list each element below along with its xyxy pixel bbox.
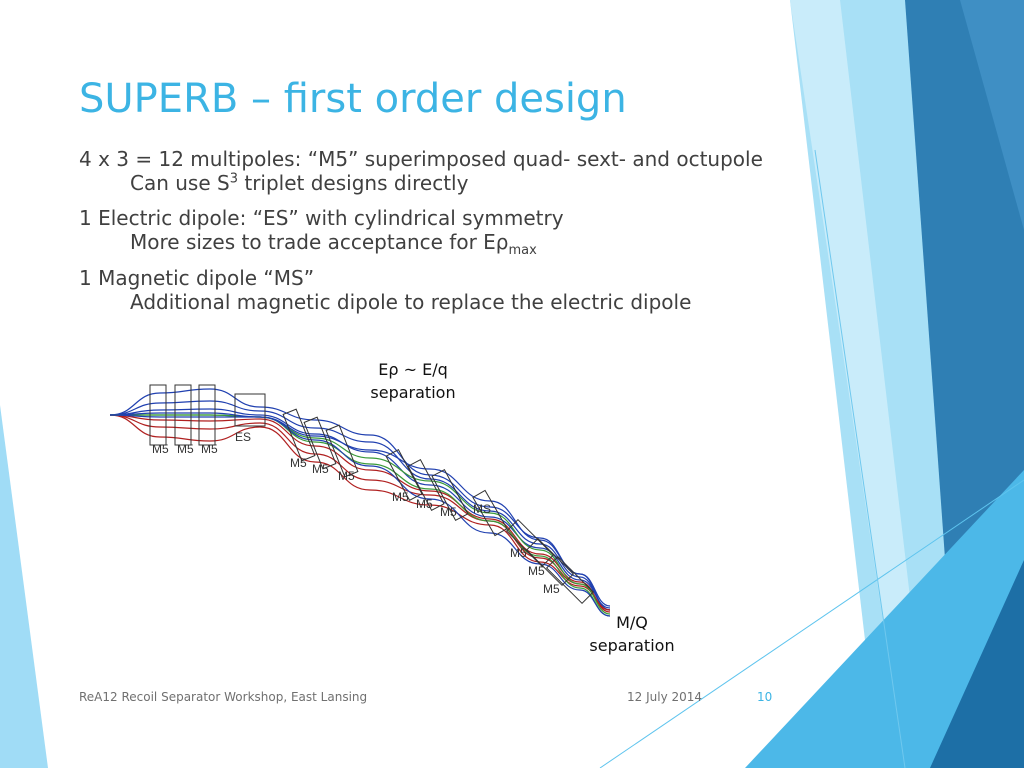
ion-ray-traces [109, 388, 611, 617]
beamline-element-label: M5 [543, 582, 560, 596]
bullet-3-line1: 1 Magnetic dipole “MS” [79, 266, 315, 290]
beamline-element-label: M5 [201, 442, 218, 456]
beamline-element-label: MS [473, 502, 491, 516]
ion-ray-trace [109, 414, 611, 611]
ion-ray-trace [109, 414, 611, 607]
beamline-element-label: M5 [510, 546, 527, 560]
beamline-element-label: M5 [416, 497, 433, 511]
beamline-element-box [303, 416, 337, 470]
beamline-element-box [149, 384, 167, 446]
bullet-1-superscript: 3 [229, 171, 238, 187]
bullet-2-subscript: max [508, 243, 537, 258]
ion-ray-trace [110, 414, 611, 617]
beamline-elements [149, 384, 595, 605]
footer-date: 12 July 2014 [627, 690, 703, 704]
footer-page-number: 10 [757, 690, 773, 704]
beamline-element-box [325, 424, 359, 478]
bullet-1-line2: Can use S3 triplet designs directly [79, 171, 763, 195]
ep-label-line1: Eρ ~ E/q [378, 360, 448, 379]
beamline-element-label: ES [235, 430, 251, 444]
beamline-element-box [407, 458, 445, 512]
ep-separation-label: Eρ ~ E/q separation [355, 358, 471, 404]
bullet-1-line2-tail: triplet designs directly [238, 171, 469, 195]
beamline-element-label: M5 [152, 442, 169, 456]
bullet-2-line2-text: More sizes to trade acceptance for Eρ [130, 230, 509, 254]
bullet-1-line1: 4 x 3 = 12 multipoles: “M5” superimposed… [79, 147, 763, 171]
bullet-1: 4 x 3 = 12 multipoles: “M5” superimposed… [79, 147, 763, 195]
beamline-element-label: M5 [528, 564, 545, 578]
beamline-element-box [174, 384, 192, 446]
footer-event: ReA12 Recoil Separator Workshop, East La… [79, 690, 368, 704]
ion-ray-trace [109, 388, 611, 611]
beamline-element-box [525, 537, 575, 587]
beamline-element-label: M5 [440, 505, 457, 519]
beamline-element-label: M5 [338, 469, 355, 483]
mq-separation-label: M/Q separation [578, 611, 686, 657]
mq-label-line2: separation [589, 636, 675, 655]
ion-ray-trace [109, 412, 611, 617]
bullet-3-line2: Additional magnetic dipole to replace th… [130, 290, 692, 314]
beamline-element-box [198, 384, 216, 446]
bullet-2: 1 Electric dipole: “ES” with cylindrical… [79, 206, 564, 257]
ep-label-line2: separation [370, 383, 456, 402]
beamline-element-box [234, 393, 266, 427]
beamline-element-box [385, 448, 423, 502]
beamline-element-box [431, 468, 469, 522]
bullet-3: 1 Magnetic dipole “MS” Additional magnet… [79, 266, 691, 314]
beamline-element-label: M5 [290, 456, 307, 470]
mq-label-line1: M/Q [616, 613, 648, 632]
beamline-element-box [472, 489, 508, 537]
bullet-2-line1: 1 Electric dipole: “ES” with cylindrical… [79, 206, 564, 230]
beamline-element-label: M5 [312, 462, 329, 476]
ion-ray-trace [109, 414, 611, 613]
beamline-element-label: M5 [177, 442, 194, 456]
slide-title: SUPERB – first order design [79, 76, 627, 122]
ion-ray-trace [109, 400, 611, 611]
bullet-1-line2-text: Can use S [130, 171, 230, 195]
beamline-element-box [282, 408, 316, 462]
beamline-element-label: M5 [392, 490, 409, 504]
bullet-2-line2: More sizes to trade acceptance for Eρmax [79, 230, 564, 257]
beamline-element-box [505, 518, 555, 568]
beamline-element-box [545, 555, 595, 605]
